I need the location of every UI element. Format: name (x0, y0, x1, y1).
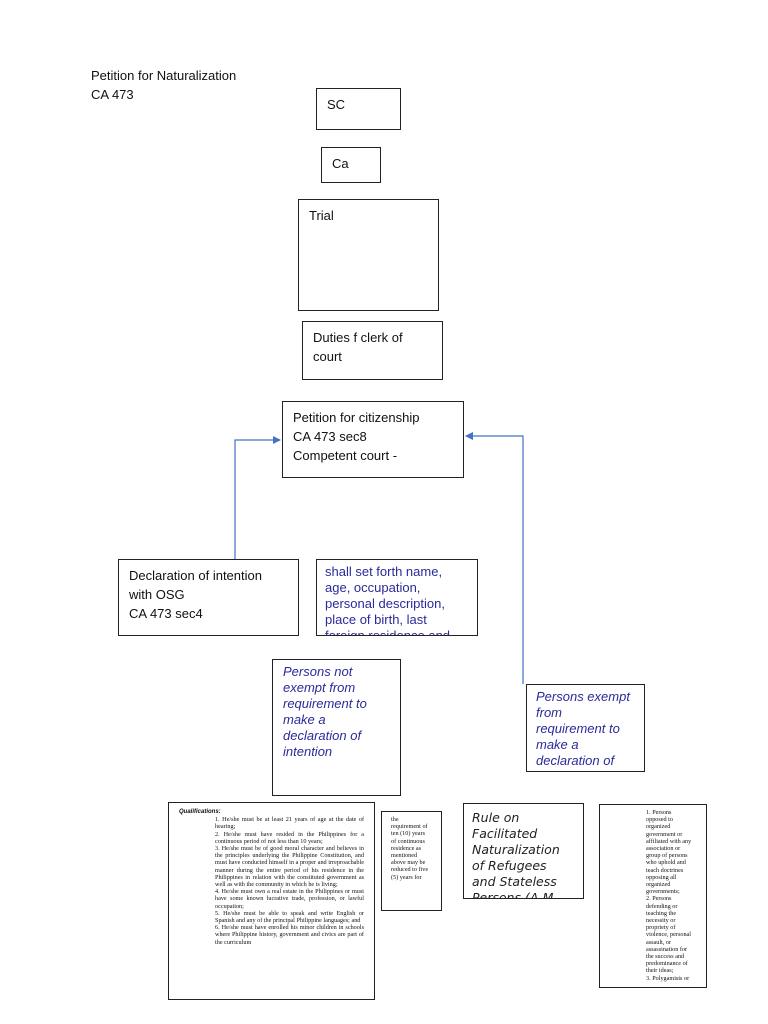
set-forth-box: shall set forth name, age, occupation, p… (316, 559, 478, 636)
disqualification-line: 2. Persons (646, 895, 672, 903)
disqualification-line: assault, or (646, 938, 672, 946)
sc-label: SC (327, 97, 346, 112)
disqualification-line: the success and (646, 953, 685, 961)
not-exempt-line-2: exempt from (283, 680, 356, 695)
rule-line-1: Rule on (472, 810, 520, 825)
disqualification-line: assassination for (646, 945, 688, 953)
not-exempt-line-5: declaration of (283, 728, 362, 743)
residence-note-line: residence as (391, 844, 422, 852)
disqualification-line: group of persons (646, 852, 688, 860)
clerk-box: Duties f clerk of court (302, 321, 443, 380)
petition-line-3: Competent court - (293, 448, 398, 463)
qualification-item: 2. He/she must have resided in the Phili… (215, 830, 364, 845)
rule-line-6: Persons (A.M. (472, 890, 558, 899)
disqualification-line: affiliated with any (646, 837, 692, 845)
qualification-item: 5. He/she must be able to speak and writ… (215, 909, 364, 925)
disqualification-line: who uphold and (646, 859, 686, 867)
disqualification-line: predominance of (646, 960, 688, 968)
disqualification-line: violence, personal (646, 931, 692, 939)
set-forth-line-2: age, occupation, (325, 580, 421, 595)
disqualification-line: teach doctrines (646, 866, 684, 874)
not-exempt-line-6: intention (283, 744, 333, 759)
qualifications-heading: Qualifications: (179, 809, 221, 815)
disqualification-line: opposed to (646, 816, 673, 824)
trial-box: Trial (298, 199, 439, 311)
page-title: Petition for Naturalization CA 473 (91, 66, 236, 104)
set-forth-line-4: place of birth, last (325, 612, 427, 627)
ca-label: Ca (332, 156, 349, 171)
exempt-line-3: requirement to (536, 721, 620, 736)
not-exempt-line-4: make a (283, 712, 326, 727)
clerk-line-1: Duties f clerk of (313, 330, 403, 345)
declaration-line-2: with OSG (129, 587, 185, 602)
declaration-line-1: Declaration of intention (129, 568, 262, 583)
rule-box: Rule on Facilitated Naturalization of Re… (463, 803, 584, 899)
exempt-to-petition-arrow (465, 432, 524, 684)
residence-note-line: requirement of (391, 823, 428, 831)
residence-note-box: the requirement of ten (10) years of con… (381, 811, 442, 911)
not-exempt-line-1: Persons not (283, 664, 353, 679)
qualification-item: 1. He/she must be at least 21 years of a… (215, 816, 364, 831)
residence-note-line: mentioned (391, 852, 418, 860)
exempt-line-4: make a (536, 737, 579, 752)
disqualification-line: defending or (646, 902, 678, 910)
residence-note-line: above may be (391, 859, 426, 867)
qualification-item: 6. He/she must have enrolled his minor c… (215, 924, 364, 946)
title-line-1: Petition for Naturalization (91, 68, 237, 83)
ca-box: Ca (321, 147, 381, 183)
petition-line-1: Petition for citizenship (293, 410, 420, 425)
title-line-2: CA 473 (91, 87, 134, 102)
petition-box: Petition for citizenship CA 473 sec8 Com… (282, 401, 464, 478)
disqualification-line: teaching the (646, 909, 677, 917)
rule-line-2: Facilitated (472, 826, 538, 841)
disqualification-line: organized (646, 881, 671, 889)
disqualification-line: opposing all (646, 873, 677, 881)
rule-line-4: of Refugees (472, 858, 547, 873)
declaration-to-petition-arrow (234, 436, 281, 559)
set-forth-line-3: personal description, (325, 596, 445, 611)
trial-label: Trial (309, 208, 334, 223)
exempt-line-1: Persons exempt (536, 689, 630, 704)
residence-note-line: the (391, 816, 399, 823)
not-exempt-line-3: requirement to (283, 696, 367, 711)
set-forth-line-1: shall set forth name, (325, 564, 443, 579)
disqualification-line: propriety of (646, 924, 676, 932)
residence-note-line: (5) years for (391, 873, 422, 881)
rule-line-3: Naturalization (472, 842, 560, 857)
disqualification-line: their ideas; (646, 967, 674, 975)
not-exempt-box: Persons not exempt from requirement to m… (272, 659, 401, 796)
declaration-box: Declaration of intention with OSG CA 473… (118, 559, 299, 636)
disqualification-line: necessity or (646, 917, 676, 925)
disqualification-line: organized (646, 823, 671, 831)
residence-note-line: ten (10) years (391, 830, 426, 838)
disqualification-line: governments; (646, 888, 680, 896)
sc-box: SC (316, 88, 401, 130)
qualification-item: 3. He/she must be of good moral characte… (215, 845, 364, 889)
clerk-line-2: court (313, 349, 342, 364)
qualifications-box: Qualifications: 1. He/she must be at lea… (168, 802, 375, 1000)
exempt-box: Persons exempt from requirement to make … (526, 684, 645, 772)
disqualification-line: government or (646, 830, 683, 838)
residence-note-line: of continuous (391, 837, 425, 845)
rule-line-5: and Stateless (472, 874, 557, 889)
declaration-line-3: CA 473 sec4 (129, 606, 203, 621)
set-forth-line-5: foreign residence and (325, 628, 451, 636)
disqualification-line: 3. Polygamists or (646, 974, 690, 982)
residence-note-line: reduced to five (391, 866, 429, 874)
exempt-line-2: from (536, 705, 562, 720)
disqualifications-box: 1. Persons opposed to organized governme… (599, 804, 707, 988)
disqualification-line: 1. Persons (646, 809, 672, 816)
qualification-item: 4. He/she must own a real estate in the … (215, 888, 364, 910)
petition-line-2: CA 473 sec8 (293, 429, 367, 444)
disqualification-line: association or (646, 845, 681, 853)
exempt-line-5: declaration of (536, 753, 615, 768)
